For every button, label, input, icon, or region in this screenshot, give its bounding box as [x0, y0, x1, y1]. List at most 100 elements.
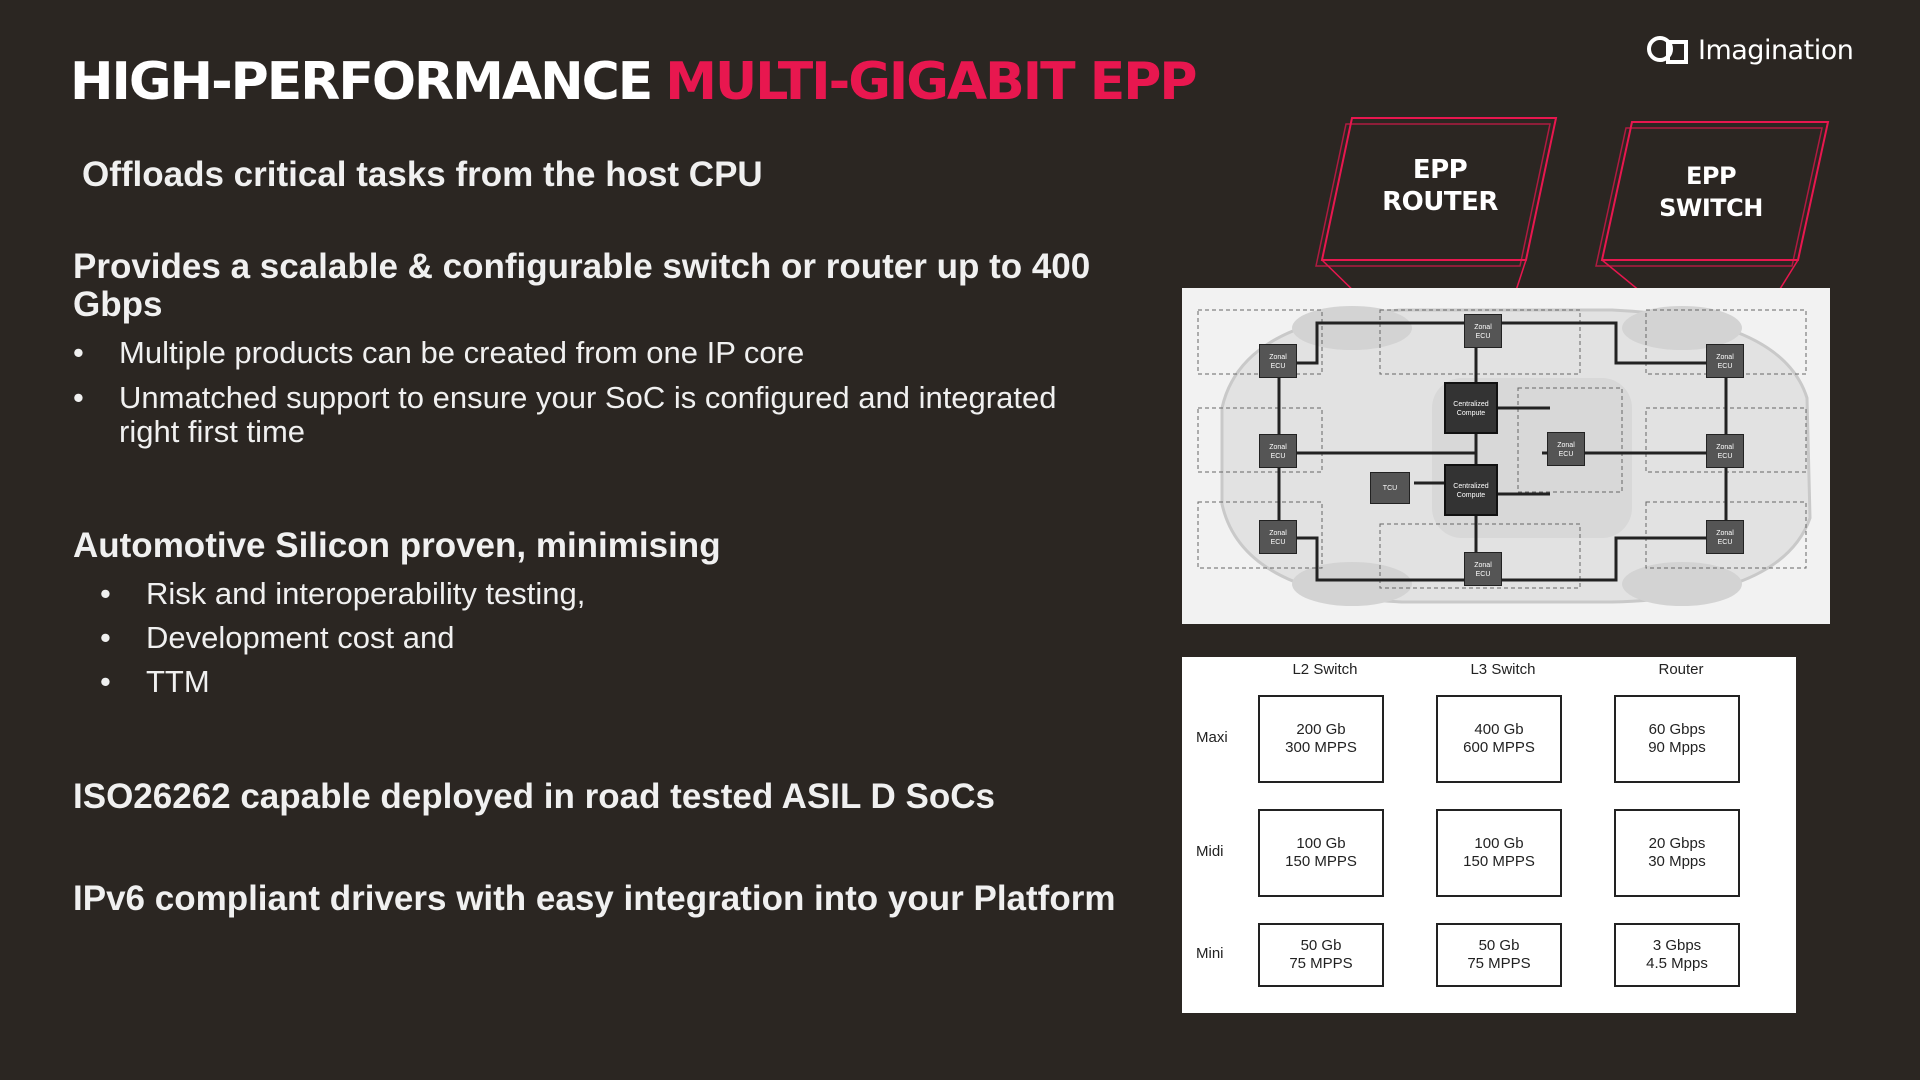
- column-header-l2-switch: L2 Switch: [1292, 661, 1358, 678]
- point-offloads: Offloads critical tasks from the host CP…: [82, 155, 763, 194]
- cell-line1: 200 Gb: [1296, 721, 1346, 738]
- switch-badge: EPP SWITCH: [1626, 160, 1796, 224]
- router-badge-line2: ROUTER: [1382, 187, 1498, 217]
- node-label-line1: Zonal: [1557, 442, 1575, 449]
- cell-line2: 30 Mpps: [1648, 853, 1706, 870]
- point-iso26262: ISO26262 capable deployed in road tested…: [73, 777, 995, 816]
- node-label-line2: ECU: [1475, 571, 1491, 578]
- logo-text: Imagination: [1698, 34, 1854, 66]
- node-label-line2: ECU: [1270, 453, 1286, 460]
- switch-badge-outline-shadow: [1595, 127, 1823, 267]
- cell-line1: 400 Gb: [1474, 721, 1524, 738]
- point-scalable-line2: Gbps: [73, 285, 163, 324]
- cell-line2: 90 Mpps: [1648, 739, 1706, 756]
- cell-line1: 100 Gb: [1474, 835, 1524, 852]
- performance-table: L2 Switch L3 Switch Router Maxi Midi Min…: [1182, 657, 1796, 1013]
- bullet-dot: •: [73, 335, 84, 370]
- node-label-line1: Zonal: [1269, 354, 1287, 361]
- node-label-line2: ECU: [1717, 363, 1733, 370]
- point-ipv6: IPv6 compliant drivers with easy integra…: [73, 879, 1116, 918]
- title-accent-part: MULTI-GIGABIT EPP: [665, 52, 1197, 112]
- row-label-mini: Mini: [1196, 945, 1224, 962]
- title-white-part: HIGH-PERFORMANCE: [70, 52, 653, 112]
- node-label-line1: Zonal: [1716, 530, 1734, 537]
- bullet-text: TTM: [146, 664, 210, 699]
- cell-line2: 4.5 Mpps: [1646, 955, 1708, 972]
- node-label-line2: ECU: [1475, 333, 1491, 340]
- cell-line2: 600 MPPS: [1463, 739, 1535, 756]
- row-label-midi: Midi: [1196, 843, 1224, 860]
- cell-line1: 100 Gb: [1296, 835, 1346, 852]
- node-label-line1: Zonal: [1269, 444, 1287, 451]
- cell-line2: 150 MPPS: [1463, 853, 1535, 870]
- switch-badge-line1: EPP: [1685, 162, 1737, 190]
- bullet-text: Unmatched support to ensure your SoC is …: [119, 380, 1057, 415]
- bullet-text: Development cost and: [146, 620, 455, 655]
- router-badge-line1: EPP: [1412, 155, 1468, 185]
- cell-line2: 75 MPPS: [1467, 955, 1531, 972]
- node-label-line1: Centralized: [1453, 401, 1489, 408]
- bullet-dot: •: [100, 664, 111, 699]
- node-label-line2: ECU: [1558, 451, 1574, 458]
- cell-line1: 50 Gb: [1478, 937, 1520, 954]
- bullet-text: Risk and interoperability testing,: [146, 576, 586, 611]
- node-label-line2: ECU: [1717, 539, 1733, 546]
- bullet-dot: •: [100, 576, 111, 611]
- imagination-logo-icon: [1647, 36, 1688, 64]
- node-label-line1: Zonal: [1269, 530, 1287, 537]
- cell-line1: 20 Gbps: [1648, 835, 1706, 852]
- node-label-line2: Compute: [1456, 492, 1486, 499]
- node-label-line1: Zonal: [1474, 324, 1492, 331]
- node-label-line2: ECU: [1270, 539, 1286, 546]
- tcu-node: TCU: [1370, 472, 1410, 504]
- bullet-continuation: right first time: [119, 414, 306, 449]
- cell-line2: 300 MPPS: [1285, 739, 1357, 756]
- cell-line2: 75 MPPS: [1289, 955, 1353, 972]
- node-label-line1: Zonal: [1474, 562, 1492, 569]
- point-automotive: Automotive Silicon proven, minimising: [73, 526, 721, 565]
- bullet-dot: •: [73, 380, 84, 415]
- cell-line1: 50 Gb: [1300, 937, 1342, 954]
- node-label-line2: ECU: [1270, 363, 1286, 370]
- column-header-l3-switch: L3 Switch: [1470, 661, 1536, 678]
- switch-badge-line2: SWITCH: [1659, 194, 1763, 222]
- bullet-text: Multiple products can be created from on…: [119, 335, 805, 370]
- router-badge: EPP ROUTER: [1352, 154, 1528, 218]
- node-label-line1: Zonal: [1716, 354, 1734, 361]
- node-label-line2: ECU: [1717, 453, 1733, 460]
- imagination-logo: Imagination: [1646, 34, 1854, 66]
- node-label-line1: Zonal: [1716, 444, 1734, 451]
- node-label-line1: Centralized: [1453, 483, 1489, 490]
- bullet-dot: •: [100, 620, 111, 655]
- column-header-router: Router: [1658, 661, 1704, 678]
- point-scalable-line1: Provides a scalable & configurable switc…: [73, 247, 1091, 286]
- cell-line1: 3 Gbps: [1652, 937, 1702, 954]
- row-label-maxi: Maxi: [1196, 729, 1228, 746]
- cell-line1: 60 Gbps: [1648, 721, 1706, 738]
- router-badge-outline-shadow: [1315, 123, 1551, 267]
- node-label-line2: Compute: [1456, 410, 1486, 417]
- cell-line2: 150 MPPS: [1285, 853, 1357, 870]
